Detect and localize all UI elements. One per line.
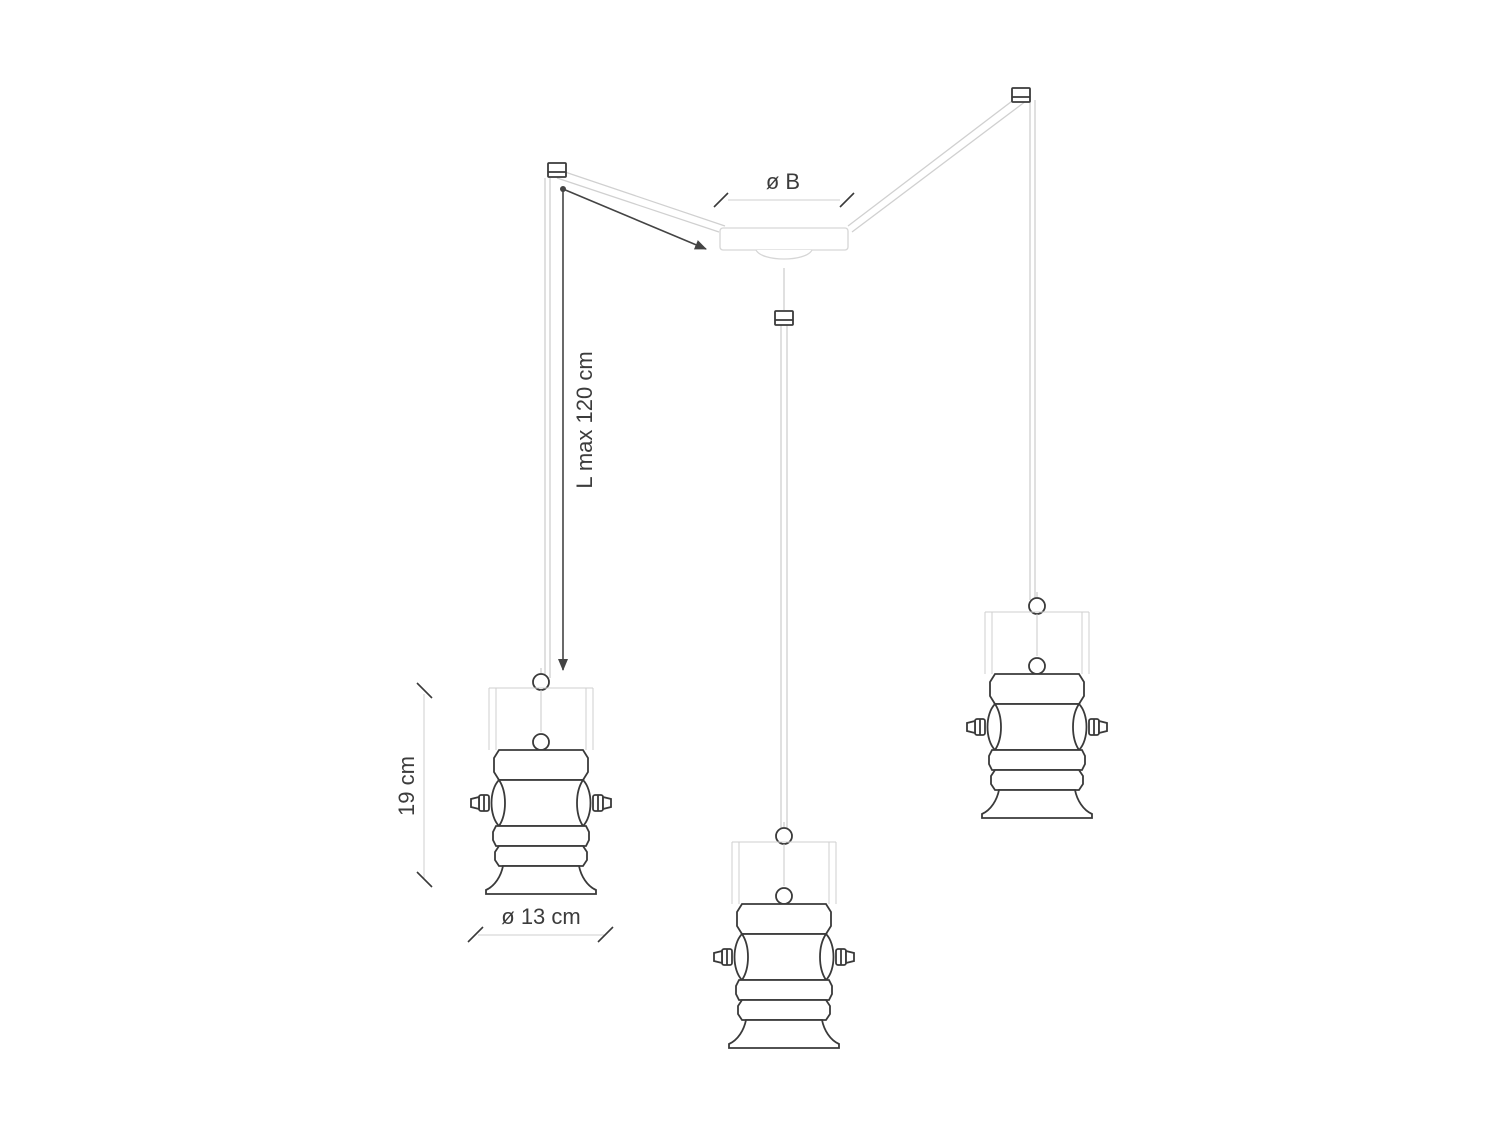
lamp-diameter-label: ø 13 cm: [501, 904, 580, 929]
pendant-left: [470, 667, 612, 895]
hook-right: [1011, 87, 1031, 103]
dimension-canopy-diameter: ø B: [713, 169, 855, 208]
ceiling-canopy: [719, 199, 849, 260]
pendant-center: [713, 821, 855, 1049]
lamp-height-label: 19 cm: [394, 756, 419, 816]
hook-center: [774, 310, 794, 326]
dimension-lamp-height: 19 cm: [394, 682, 433, 888]
hook-left: [547, 162, 567, 178]
canopy-diameter-label: ø B: [766, 169, 800, 194]
cable-length-label: L max 120 cm: [572, 351, 597, 488]
pendant-right: [966, 591, 1108, 819]
dimension-cable-length: L max 120 cm: [558, 186, 707, 671]
dimension-lamp-diameter: ø 13 cm: [467, 904, 614, 943]
suspension-cables: [544, 94, 1036, 832]
